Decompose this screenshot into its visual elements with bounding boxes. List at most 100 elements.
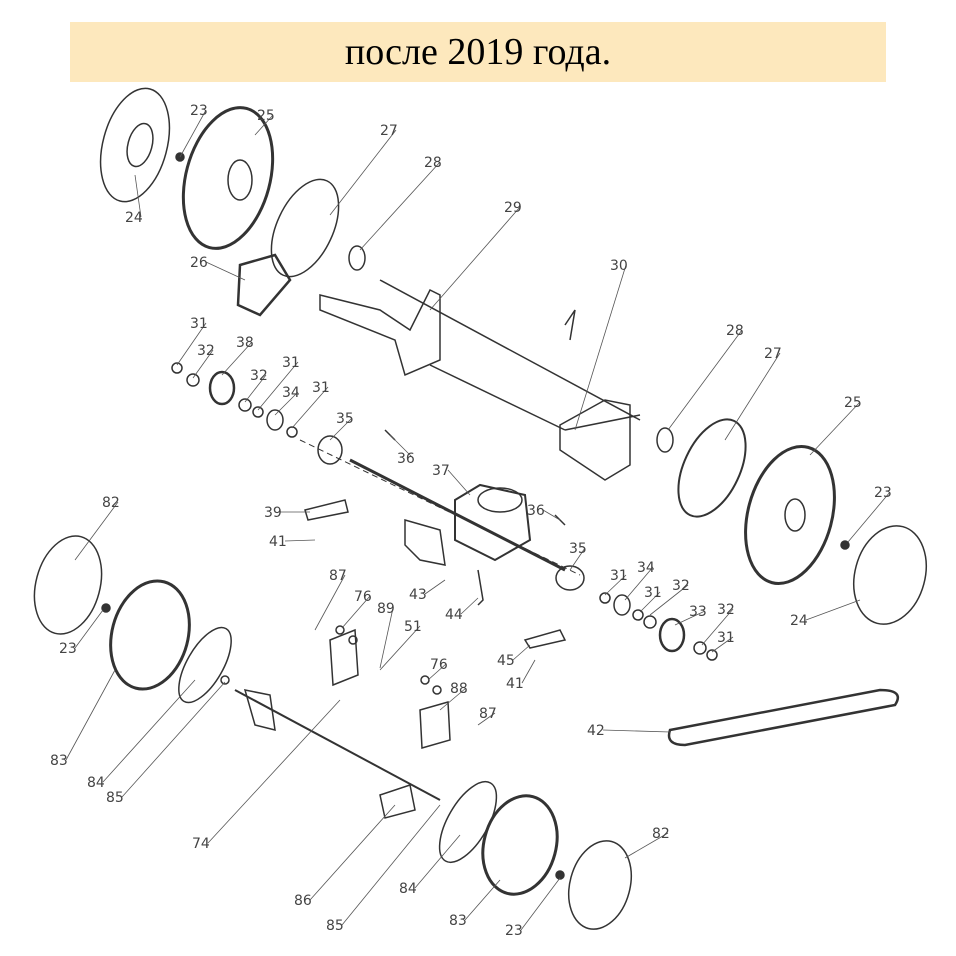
leader-line xyxy=(711,636,734,653)
leader-line xyxy=(447,469,471,496)
part-number-label: 39 xyxy=(264,505,282,521)
part-number-label: 31 xyxy=(282,355,300,371)
leader-line xyxy=(179,109,207,158)
leader-line xyxy=(102,679,196,783)
leader-line xyxy=(221,341,253,376)
part-number-label: 23 xyxy=(505,923,523,939)
part-number-label: 45 xyxy=(497,653,515,669)
leader-line xyxy=(284,539,316,542)
leader-line xyxy=(314,574,346,631)
leader-line xyxy=(464,879,501,921)
part-number-label: 23 xyxy=(874,485,892,501)
part-number-label: 41 xyxy=(269,534,287,550)
leader-line xyxy=(847,491,891,543)
leader-line xyxy=(244,374,267,403)
leader-line xyxy=(389,434,414,459)
part-number-label: 32 xyxy=(717,602,735,618)
leader-line xyxy=(649,584,689,616)
part-number-label: 42 xyxy=(587,723,605,739)
part-number-label: 23 xyxy=(59,641,77,657)
part-number-label: 76 xyxy=(430,657,448,673)
part-number-label: 31 xyxy=(312,380,330,396)
leader-line xyxy=(569,547,586,571)
part-number-label: 23 xyxy=(190,103,208,119)
part-number-label: 31 xyxy=(190,316,208,332)
leader-line xyxy=(512,644,531,661)
leader-line xyxy=(176,322,207,366)
part-number-label: 32 xyxy=(672,578,690,594)
leader-line xyxy=(427,663,447,681)
part-number-label: 27 xyxy=(764,346,782,362)
leader-line xyxy=(207,699,341,844)
leader-line xyxy=(359,161,441,251)
leader-line xyxy=(205,261,246,281)
leader-line xyxy=(414,834,461,889)
leader-line xyxy=(521,659,536,684)
part-number-label: 86 xyxy=(294,893,312,909)
hubcap-inner xyxy=(126,122,154,168)
wheel-hub xyxy=(227,159,253,201)
leader-line xyxy=(477,712,496,726)
part-number-label: 87 xyxy=(329,568,347,584)
leader-line xyxy=(574,264,627,431)
part-number-label: 26 xyxy=(190,255,208,271)
leader-line xyxy=(604,574,627,596)
leader-line xyxy=(134,174,142,218)
leader-line xyxy=(439,687,467,711)
part-number-label: 31 xyxy=(717,630,735,646)
part-number-label: 44 xyxy=(445,607,463,623)
leader-line xyxy=(329,417,353,441)
leader-line xyxy=(192,349,214,379)
part-number-label: 32 xyxy=(250,368,268,384)
part-number-label: 51 xyxy=(404,619,422,635)
part-number-label: 85 xyxy=(326,918,344,934)
part-number-label: 82 xyxy=(652,826,670,842)
part-number-label: 84 xyxy=(399,881,417,897)
leader-line xyxy=(121,681,226,798)
leader-line xyxy=(724,352,781,441)
part-number-label: 35 xyxy=(336,411,354,427)
leader-line xyxy=(624,566,654,601)
leader-line xyxy=(341,595,371,629)
leader-line xyxy=(424,579,446,595)
title-banner: после 2019 года. xyxy=(70,22,886,82)
leader-line xyxy=(291,386,329,429)
leader-line xyxy=(701,608,734,646)
leader-line xyxy=(639,591,661,613)
part-number-label: 24 xyxy=(790,613,808,629)
leader-line xyxy=(329,129,397,216)
part-number-label: 33 xyxy=(689,604,707,620)
part-number-label: 43 xyxy=(409,587,427,603)
leader-line xyxy=(809,401,861,456)
banner-title: после 2019 года. xyxy=(344,31,612,73)
part-number-label: 30 xyxy=(610,258,628,274)
part-number-label: 25 xyxy=(844,395,862,411)
part-number-label: 85 xyxy=(106,790,124,806)
part-number-label: 76 xyxy=(354,589,372,605)
part-number-label: 37 xyxy=(432,463,450,479)
part-number-label: 34 xyxy=(282,385,300,401)
leader-line xyxy=(542,509,561,521)
part-number-label: 89 xyxy=(377,601,395,617)
leader-line xyxy=(65,669,116,761)
gear-disc-part xyxy=(270,178,340,278)
part-number-label: 27 xyxy=(380,123,398,139)
wheel-part xyxy=(181,106,275,250)
leader-line xyxy=(624,832,669,859)
leader-line xyxy=(254,114,274,136)
leader-line xyxy=(309,804,396,901)
leader-line xyxy=(805,599,861,621)
leader-line xyxy=(341,804,441,926)
leader-line xyxy=(667,329,743,431)
part-number-label: 36 xyxy=(527,503,545,519)
leader-line xyxy=(520,877,561,931)
part-number-label: 34 xyxy=(637,560,655,576)
part-number-label: 29 xyxy=(504,200,522,216)
part-number-label: 32 xyxy=(197,343,215,359)
part-number-label: 41 xyxy=(506,676,524,692)
leader-line xyxy=(674,610,706,626)
part-number-label: 35 xyxy=(569,541,587,557)
leader-line xyxy=(602,729,671,733)
hubcap-part xyxy=(99,87,171,203)
leader-line xyxy=(257,361,299,411)
